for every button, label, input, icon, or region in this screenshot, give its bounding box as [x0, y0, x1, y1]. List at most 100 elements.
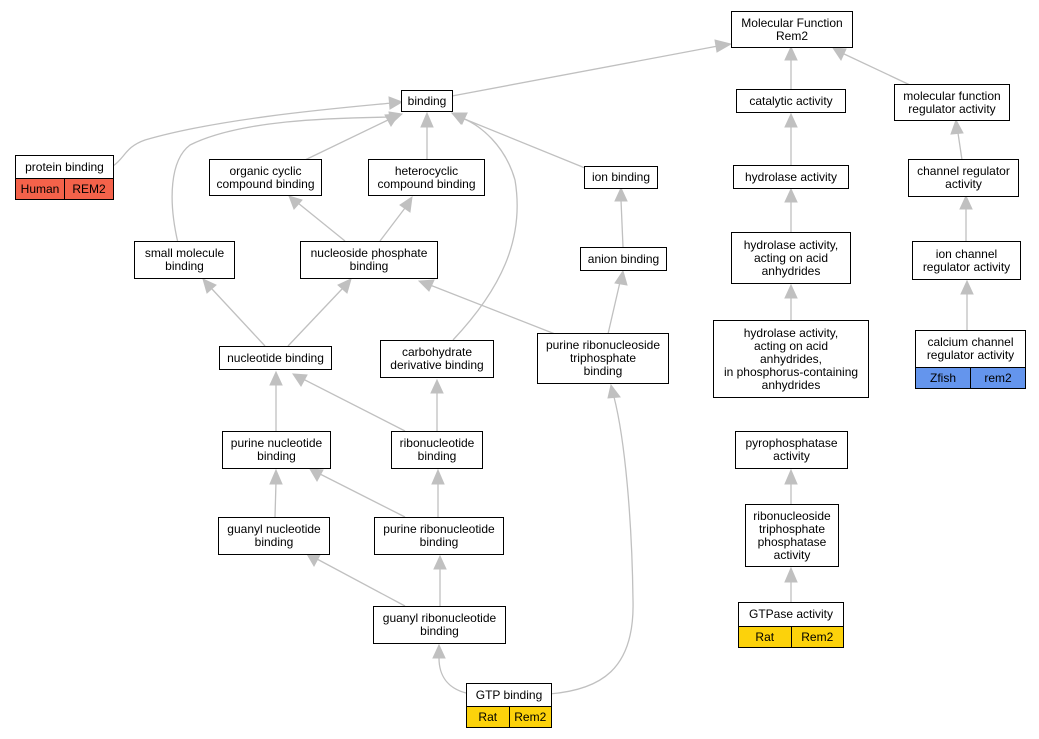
node-label: channel regulator activity: [917, 164, 1010, 191]
node-channel-regulator-activity[interactable]: channel regulator activity: [908, 159, 1019, 197]
edge-ribonuc-nucbind: [302, 378, 406, 432]
arrowhead: [784, 112, 798, 128]
node-label: molecular function regulator activity: [903, 88, 1001, 116]
node-ion-binding[interactable]: ion binding: [584, 166, 658, 189]
node-label: Molecular Function Rem2: [741, 15, 843, 43]
annotation-row: Zfish rem2: [916, 367, 1025, 388]
arrowhead: [614, 186, 628, 202]
gene-label: rem2: [970, 368, 1025, 388]
arrowhead: [309, 468, 324, 483]
node-gtp-binding[interactable]: GTP binding Rat Rem2: [466, 683, 552, 728]
arrowhead: [399, 195, 413, 213]
arrowhead: [784, 566, 798, 583]
node-heterocyclic-compound-binding[interactable]: heterocyclic compound binding: [368, 159, 485, 196]
arrowhead: [269, 370, 283, 386]
arrowhead: [614, 269, 628, 286]
node-calcium-channel-regulator-activity[interactable]: calcium channel regulator activity Zfish…: [915, 330, 1026, 389]
edge-nucbind-nucphos: [287, 288, 343, 347]
arrowhead: [417, 279, 435, 292]
species-label: Human: [20, 182, 60, 196]
node-catalytic-activity[interactable]: catalytic activity: [736, 89, 846, 113]
node-guanyl-ribonucleotide-binding[interactable]: guanyl ribonucleotide binding: [373, 606, 506, 644]
node-label: hydrolase activity, acting on acid anhyd…: [723, 325, 859, 392]
node-pyrophosphatase-activity[interactable]: pyrophosphatase activity: [735, 431, 848, 469]
node-anion-binding[interactable]: anion binding: [580, 247, 667, 271]
arrowhead: [288, 195, 303, 210]
species-label: Rat: [478, 710, 498, 724]
edge-purribonuc-purnuc: [319, 473, 406, 518]
node-ribonucleotide-binding[interactable]: ribonucleotide binding: [391, 431, 483, 469]
node-ribonucleoside-triphosphate-phosphatase-activity[interactable]: ribonucleoside triphosphate phosphatase …: [745, 504, 839, 567]
node-label: anion binding: [587, 251, 660, 266]
node-purine-nucleotide-binding[interactable]: purine nucleotide binding: [222, 431, 331, 469]
node-label: heterocyclic compound binding: [377, 163, 476, 191]
arrowhead: [450, 112, 468, 125]
node-label: nucleoside phosphate binding: [310, 246, 428, 273]
node-gtpase-activity[interactable]: GTPase activity Rat Rem2: [738, 602, 844, 648]
node-small-molecule-binding[interactable]: small molecule binding: [134, 241, 235, 279]
node-nucleotide-binding[interactable]: nucleotide binding: [219, 346, 332, 370]
arrowhead: [202, 278, 217, 294]
node-hydrolase-phosphorus-anhydrides[interactable]: hydrolase activity, acting on acid anhyd…: [713, 320, 869, 398]
node-purine-ribonucleotide-binding[interactable]: purine ribonucleotide binding: [374, 517, 504, 555]
arrowhead: [432, 643, 446, 659]
arrowhead: [959, 194, 973, 210]
gene-label: Rem2: [508, 707, 552, 727]
node-guanyl-nucleotide-binding[interactable]: guanyl nucleotide binding: [218, 517, 330, 555]
node-binding[interactable]: binding: [401, 90, 453, 112]
annotation-row: Rat Rem2: [467, 706, 551, 727]
edge-guanyl-purnuc: [274, 481, 277, 518]
node-molecular-function[interactable]: Molecular Function Rem2: [731, 11, 853, 48]
arrowhead: [431, 468, 445, 485]
node-label: binding: [407, 93, 447, 108]
node-carbohydrate-derivative-binding[interactable]: carbohydrate derivative binding: [380, 340, 494, 378]
node-label: GTPase activity: [748, 607, 834, 621]
edge-mfreg-mf: [841, 52, 911, 86]
gene-label: Rem2: [790, 627, 844, 647]
edge-smallmol-binding: [171, 116, 392, 244]
gene-label: REM2: [64, 179, 113, 199]
annotation-row: Human REM2: [16, 178, 113, 199]
arrowhead: [337, 278, 352, 294]
node-label: purine ribonucleoside triphosphate bindi…: [545, 338, 661, 378]
node-hydrolase-activity[interactable]: hydrolase activity: [733, 165, 849, 189]
arrowhead: [607, 383, 621, 399]
arrowhead: [784, 468, 798, 485]
node-protein-binding[interactable]: protein binding Human REM2: [15, 155, 114, 200]
node-hydrolase-acid-anhydrides[interactable]: hydrolase activity, acting on acid anhyd…: [731, 232, 851, 284]
edge-nucphos-orgcyc: [297, 202, 346, 242]
node-nucleoside-phosphate-binding[interactable]: nucleoside phosphate binding: [300, 241, 438, 279]
edge-nucbind-smallmol: [211, 288, 266, 347]
edge-gtpbind-purribotri: [548, 396, 634, 695]
arrowhead: [388, 96, 404, 110]
arrowhead: [420, 111, 434, 128]
node-label: ion channel regulator activity: [922, 246, 1011, 274]
arrowhead: [430, 378, 444, 394]
node-label: guanyl ribonucleotide binding: [382, 611, 497, 638]
arrowhead: [784, 45, 798, 61]
node-mf-regulator-activity[interactable]: molecular function regulator activity: [894, 84, 1010, 121]
node-label: guanyl nucleotide binding: [227, 522, 321, 549]
node-label: purine ribonucleotide binding: [383, 522, 495, 549]
edge-ionbind-binding: [461, 117, 586, 169]
arrowhead: [433, 554, 447, 570]
arrowhead: [714, 39, 733, 53]
edge-anion-ionbind: [620, 199, 624, 248]
edge-chanreg-mfreg: [957, 132, 963, 161]
edge-protbind-binding: [112, 102, 393, 167]
node-label: GTP binding: [475, 687, 543, 702]
node-label: calcium channel regulator activity: [926, 335, 1015, 362]
node-organic-cyclic-compound-binding[interactable]: organic cyclic compound binding: [209, 159, 322, 196]
node-label: ion binding: [591, 170, 651, 184]
node-label: ribonucleoside triphosphate phosphatase …: [753, 508, 831, 562]
arrowhead: [832, 47, 847, 62]
arrowhead: [269, 468, 283, 485]
node-purine-ribonucleoside-triphosphate-binding[interactable]: purine ribonucleoside triphosphate bindi…: [537, 333, 669, 384]
edge-orgcyc-binding: [304, 118, 391, 161]
node-label: ribonucleotide binding: [399, 436, 475, 463]
edge-guanylribo-guanyl: [316, 558, 406, 607]
node-ion-channel-regulator-activity[interactable]: ion channel regulator activity: [912, 241, 1021, 280]
arrowhead: [950, 118, 964, 135]
